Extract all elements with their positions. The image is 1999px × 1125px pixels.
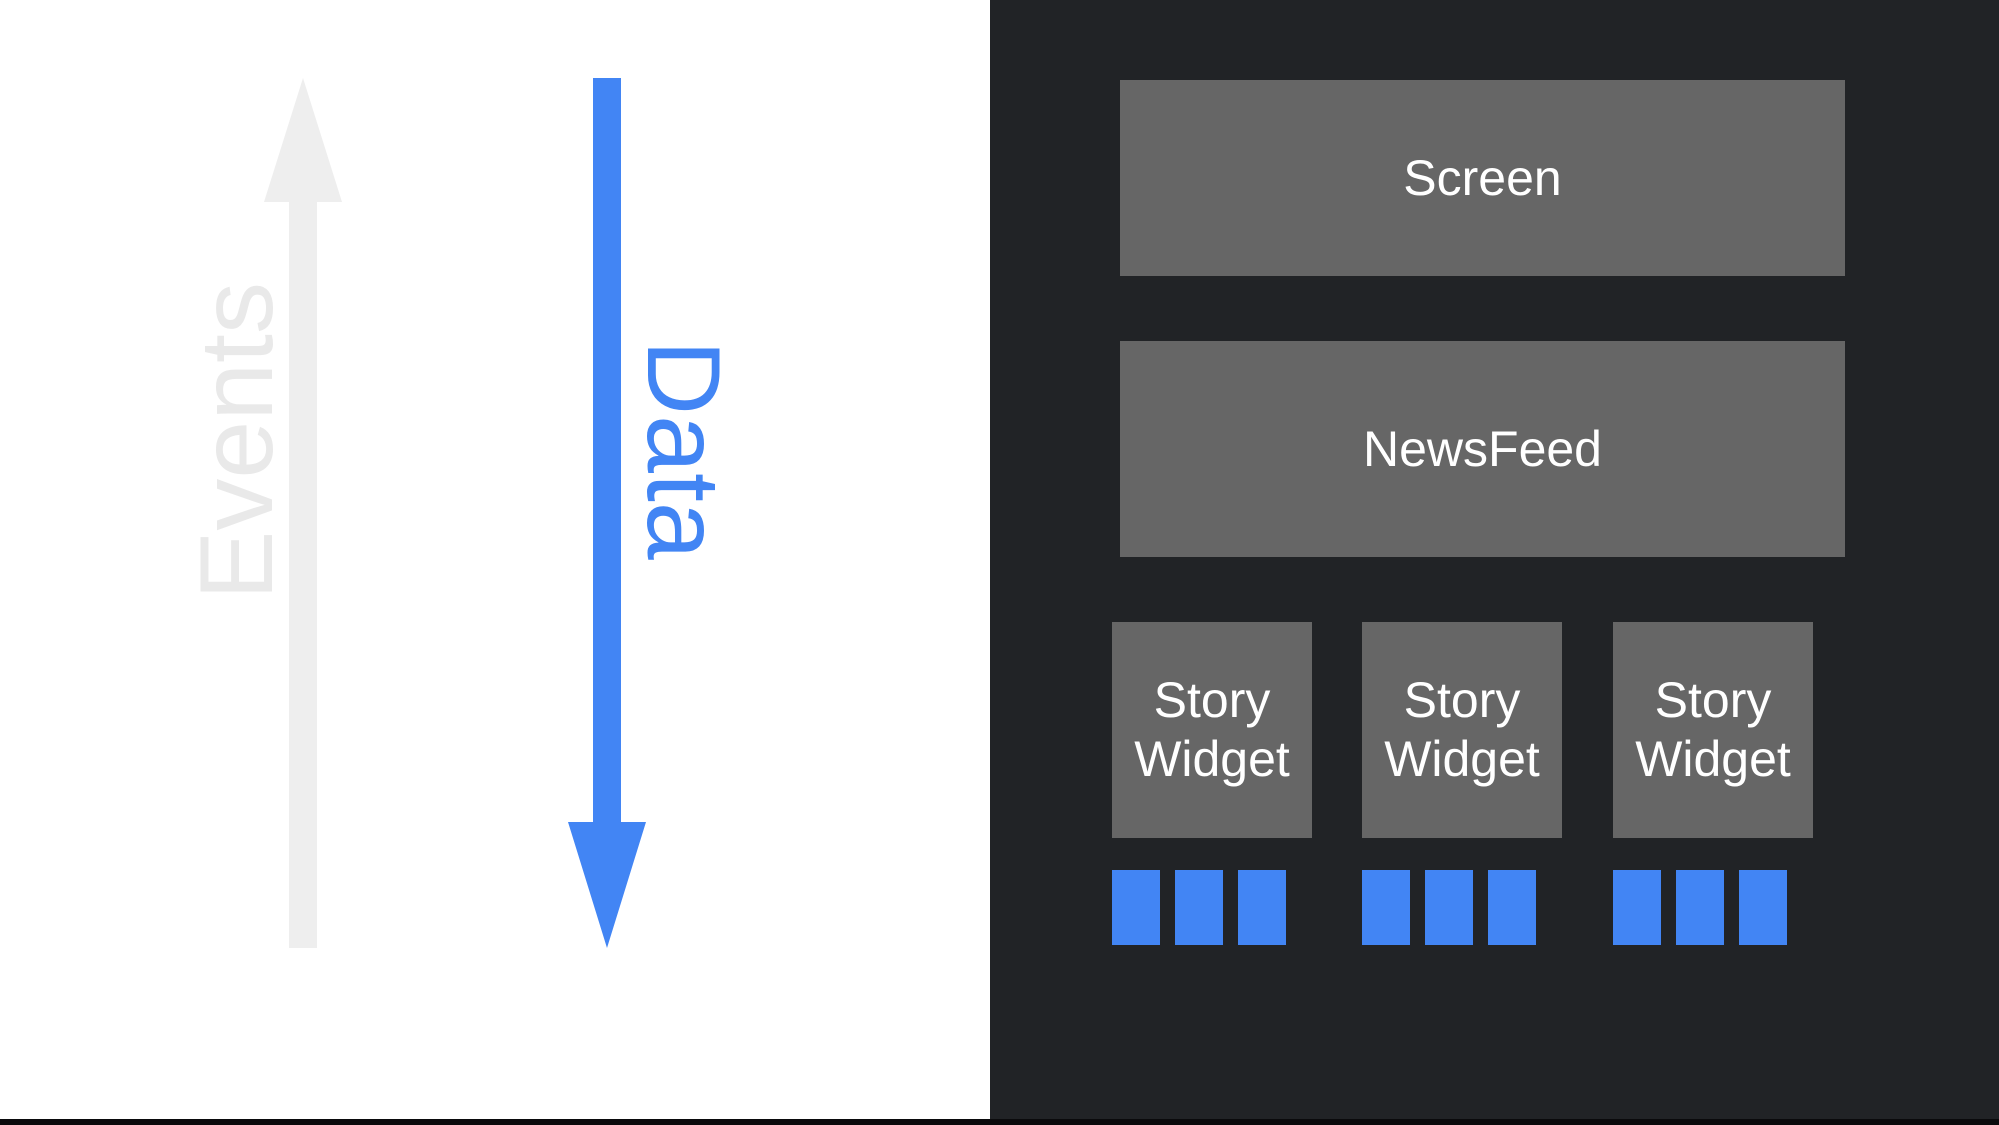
node-story-widget-label: Story Widget [1384, 671, 1540, 789]
events-arrow-icon [264, 78, 342, 948]
node-newsfeed-label: NewsFeed [1363, 420, 1602, 477]
node-story-widget-label-line1: Story [1153, 672, 1271, 728]
events-label: Events [179, 282, 295, 600]
node-story-widget-label-line2: Widget [1635, 731, 1791, 787]
leaf-group [1613, 870, 1787, 945]
node-story-widget-label: Story Widget [1134, 671, 1290, 789]
node-story-widget[interactable]: Story Widget [1362, 622, 1562, 838]
node-screen[interactable]: Screen [1120, 80, 1845, 276]
leaf-group [1112, 870, 1286, 945]
leaf-node[interactable] [1488, 870, 1536, 945]
node-story-widget[interactable]: Story Widget [1613, 622, 1813, 838]
node-story-widget[interactable]: Story Widget [1112, 622, 1312, 838]
bottom-divider [0, 1119, 1999, 1125]
leaf-node[interactable] [1112, 870, 1160, 945]
data-label: Data [625, 340, 741, 560]
data-arrow-icon [568, 78, 646, 948]
node-story-widget-label-line2: Widget [1384, 731, 1540, 787]
node-story-widget-label: Story Widget [1635, 671, 1791, 789]
node-screen-label: Screen [1403, 149, 1562, 206]
node-story-widget-label-line1: Story [1403, 672, 1521, 728]
leaf-node[interactable] [1362, 870, 1410, 945]
node-newsfeed[interactable]: NewsFeed [1120, 341, 1845, 557]
widget-tree-panel: Screen NewsFeed Story Widget Story Widge… [990, 0, 1999, 1119]
leaf-node[interactable] [1676, 870, 1724, 945]
leaf-node[interactable] [1175, 870, 1223, 945]
leaf-node[interactable] [1238, 870, 1286, 945]
leaf-node[interactable] [1613, 870, 1661, 945]
leaf-group [1362, 870, 1536, 945]
node-story-widget-label-line1: Story [1654, 672, 1772, 728]
node-story-widget-label-line2: Widget [1134, 731, 1290, 787]
flow-direction-panel: Events Data [0, 0, 990, 1119]
leaf-node[interactable] [1425, 870, 1473, 945]
leaf-node[interactable] [1739, 870, 1787, 945]
